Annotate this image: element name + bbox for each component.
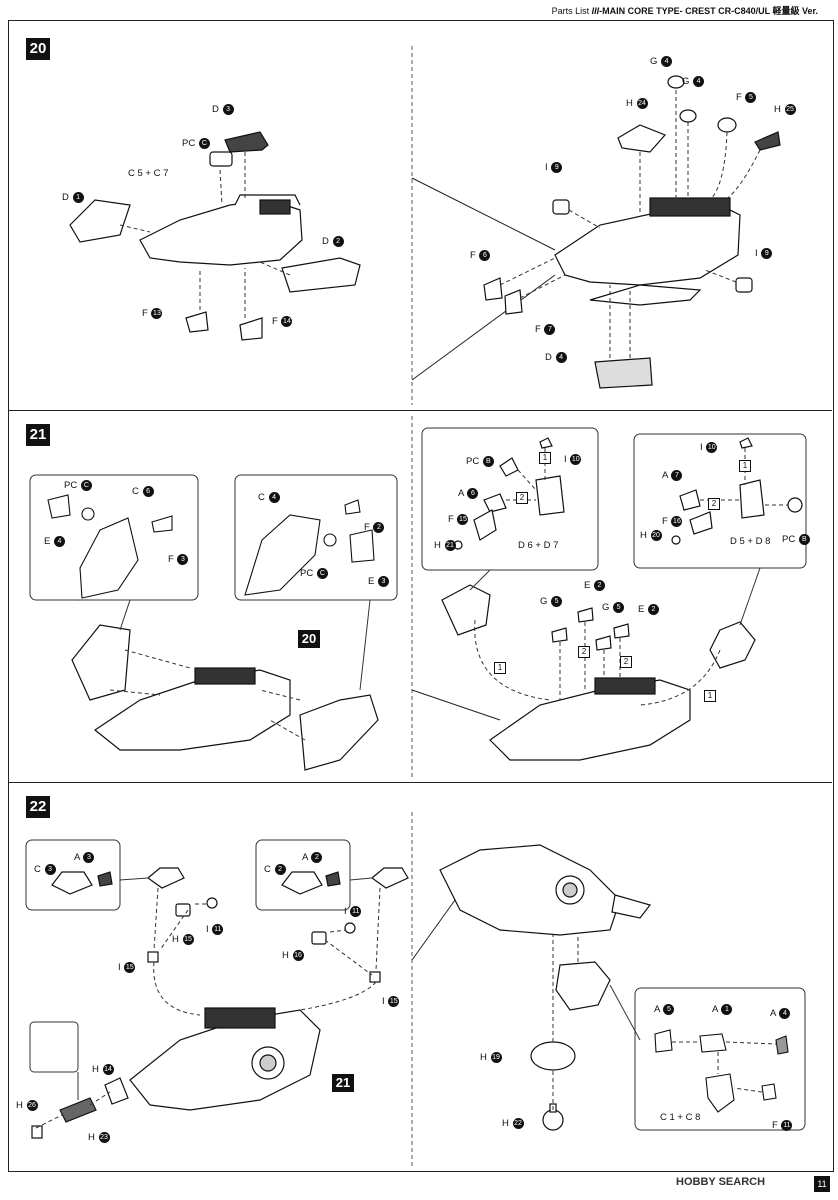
part-label: F 6 — [470, 250, 491, 261]
part-label: A 2 — [302, 852, 323, 863]
part-label: C 4 — [258, 492, 280, 503]
part-label: F 2 — [364, 522, 385, 533]
order-marker: 1 — [494, 662, 506, 674]
part-label: H 20 — [640, 530, 662, 542]
part-label: C 5 + C 7 — [128, 168, 169, 179]
part-label: D 1 — [62, 192, 84, 203]
order-marker: 1 — [539, 452, 551, 464]
part-label: H 16 — [282, 950, 304, 962]
part-label: H 25 — [774, 104, 796, 116]
part-label: A 3 — [74, 852, 95, 863]
part-label: D 6 + D 7 — [518, 540, 559, 551]
step-badge-21: 21 — [26, 424, 50, 446]
sub-box-22c — [29, 1021, 79, 1073]
page-number: 11 — [814, 1176, 830, 1192]
core-body-22-left — [31, 867, 409, 1139]
part-label: I 10 — [564, 454, 582, 466]
part-label: C 2 — [264, 864, 286, 875]
part-label: I 9 — [755, 248, 773, 259]
part-label: H 15 — [172, 934, 194, 946]
ref-badge-20: 20 — [298, 630, 320, 648]
order-marker: 2 — [516, 492, 528, 504]
parts-list-label: Parts List — [551, 6, 590, 16]
part-label: A 4 — [770, 1008, 791, 1019]
part-label: H 22 — [502, 1118, 524, 1130]
core-body-22-right — [439, 844, 652, 1131]
part-label: I 11 — [206, 924, 224, 936]
order-marker: 2 — [578, 646, 590, 658]
core-body-21-right — [441, 437, 803, 761]
part-label: E 4 — [44, 536, 65, 547]
product-title: -MAIN CORE TYPE- CREST CR-C840/UL 軽量級 Ve… — [599, 6, 818, 16]
part-label: H 23 — [88, 1132, 110, 1144]
part-label: PC C — [182, 138, 210, 149]
part-label: F 14 — [272, 316, 293, 328]
part-label: PC C — [64, 480, 92, 491]
part-label: H 14 — [92, 1064, 114, 1076]
part-label: F 7 — [535, 324, 556, 335]
part-label: F 13 — [142, 308, 163, 320]
part-label: H 24 — [626, 98, 648, 110]
part-label: A 1 — [712, 1004, 733, 1015]
part-label: PC B — [782, 534, 810, 545]
part-label: A 5 — [654, 1004, 675, 1015]
sub-box-21d — [633, 433, 807, 569]
step-badge-22: 22 — [26, 796, 50, 818]
step-badge-20: 20 — [26, 38, 50, 60]
part-label: F 11 — [772, 1120, 793, 1132]
part-label: I 15 — [382, 996, 400, 1008]
ref-badge-21: 21 — [332, 1074, 354, 1092]
part-label: E 2 — [638, 604, 659, 615]
part-label: F 16 — [662, 516, 683, 528]
order-marker: 2 — [708, 498, 720, 510]
core-body-20-left — [69, 131, 361, 341]
part-label: C 6 — [132, 486, 154, 497]
part-label: H 26 — [16, 1100, 38, 1112]
part-label: PC B — [466, 456, 494, 467]
part-label: D 4 — [545, 352, 567, 363]
part-label: D 5 + D 8 — [730, 536, 771, 547]
part-label: F 15 — [448, 514, 469, 526]
sub-box-22d — [634, 987, 806, 1131]
page-header: Parts List III-MAIN CORE TYPE- CREST CR-… — [551, 6, 818, 16]
divider-21-22 — [8, 782, 832, 783]
divider-20-21 — [8, 410, 832, 411]
part-label: D 3 — [212, 104, 234, 115]
part-label: H 21 — [434, 540, 456, 552]
part-label: I 10 — [700, 442, 718, 454]
part-label: A 6 — [458, 488, 479, 499]
order-marker: 1 — [704, 690, 716, 702]
part-label: H 19 — [480, 1052, 502, 1064]
instruction-frame — [8, 20, 834, 1172]
part-label: G 5 — [540, 596, 563, 607]
part-label: D 2 — [322, 236, 344, 247]
part-label: F 5 — [736, 92, 757, 103]
sub-box-21c — [421, 427, 599, 571]
part-label: G 5 — [602, 602, 625, 613]
part-label: PC C — [300, 568, 328, 579]
part-label: I 15 — [118, 962, 136, 974]
part-label: G 4 — [650, 56, 673, 67]
core-body-20-right — [483, 75, 781, 389]
hobby-search-logo: HOBBY SEARCH — [676, 1176, 766, 1188]
part-label: A 7 — [662, 470, 683, 481]
part-label: I 11 — [344, 906, 362, 918]
part-label: C 1 + C 8 — [660, 1112, 701, 1123]
part-label: I 9 — [545, 162, 563, 173]
order-marker: 1 — [739, 460, 751, 472]
part-label: C 3 — [34, 864, 56, 875]
part-label: E 2 — [584, 580, 605, 591]
order-marker: 2 — [620, 656, 632, 668]
part-label: F 3 — [168, 554, 189, 565]
part-label: G 4 — [682, 76, 705, 87]
part-label: E 3 — [368, 576, 389, 587]
